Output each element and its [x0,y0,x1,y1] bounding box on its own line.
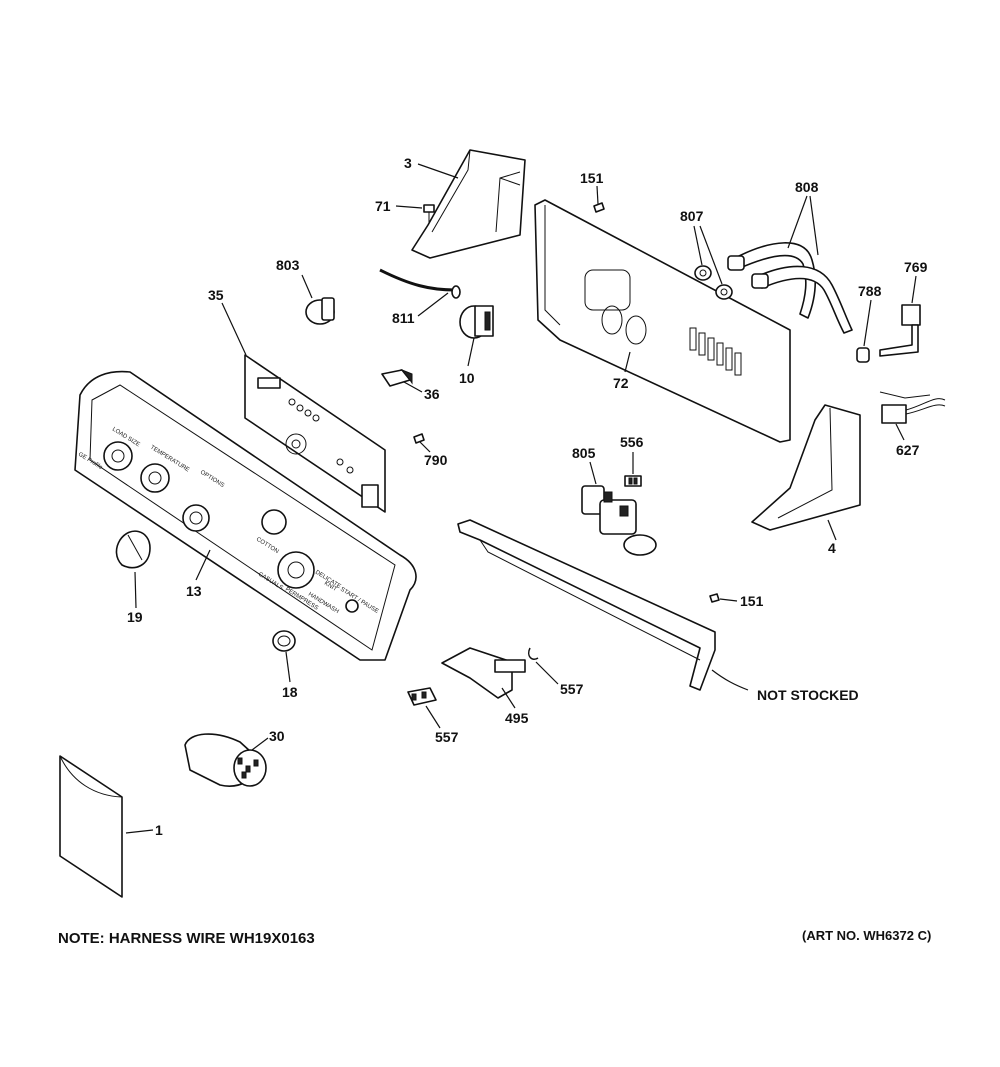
part-556-harness [879,391,946,424]
part-557-power-cord [879,304,921,357]
part-label-805: 805 [572,445,596,461]
part-151-screw-top [593,202,605,213]
part-36-clip [381,368,413,387]
part-label-556: 627 [896,442,920,458]
part-label-18: 18 [282,684,298,700]
part-790-clip [527,647,539,660]
part-label-30: 30 [269,728,285,744]
part-label-72: 72 [613,375,629,391]
part-807-washers [694,265,733,300]
part-label-803: 495 [505,710,529,726]
part-494-connector [624,475,642,487]
part-label-19: 19 [127,609,143,625]
part-788-switch [305,297,335,325]
part-805-water-valve [581,485,657,556]
part-label-788: 803 [276,257,300,273]
part-label-10: 10 [459,370,475,386]
part-495-connector [407,687,437,706]
art-number: (ART NO. WH6372 C) [802,928,931,943]
part-label-494: 556 [620,434,644,450]
part-803-bracket [441,647,526,699]
part-1-literature-envelope [59,755,123,898]
part-3-left-bracket [411,149,526,259]
part-label-495: 557 [435,729,459,745]
part-label-807: 807 [680,208,704,224]
part-label-627: 788 [858,283,882,299]
part-label-36: 36 [424,386,440,402]
part-label-151-top: 151 [580,170,604,186]
part-label-151-lower: 151 [740,593,764,609]
part-71-screw [423,204,435,224]
part-label-3: 3 [404,155,412,171]
part-label-808: 808 [795,179,819,195]
part-769-screw [413,433,425,444]
part-13-control-panel: GE Profile LOAD SIZE TEMPERATURE OPTIONS… [74,370,417,661]
part-label-557: 769 [904,259,928,275]
part-35-control-board [244,354,386,513]
part-10-pressure-switch [459,305,494,339]
part-label-769: 790 [424,452,448,468]
part-label-1: 1 [155,822,163,838]
part-label-790: 557 [560,681,584,697]
part-label-35: 35 [208,287,224,303]
part-label-13: 13 [186,583,202,599]
not-stocked-label: NOT STOCKED [757,687,859,703]
part-4-right-bracket [751,404,861,531]
part-30-component [184,733,267,787]
base-bracket-not-stocked [457,519,716,691]
part-151-screw-lower [709,593,720,603]
part-18-knob-cap [272,630,296,652]
part-72-backsplash [534,199,791,443]
part-808-hoses [727,242,853,334]
part-label-4: 4 [828,540,836,556]
part-19-knob [115,530,151,569]
part-811-tube [379,268,461,299]
part-627-clip [856,347,870,363]
part-label-71: 71 [375,198,391,214]
harness-note: NOTE: HARNESS WIRE WH19X0163 [58,930,315,947]
part-label-811: 811 [392,310,415,326]
